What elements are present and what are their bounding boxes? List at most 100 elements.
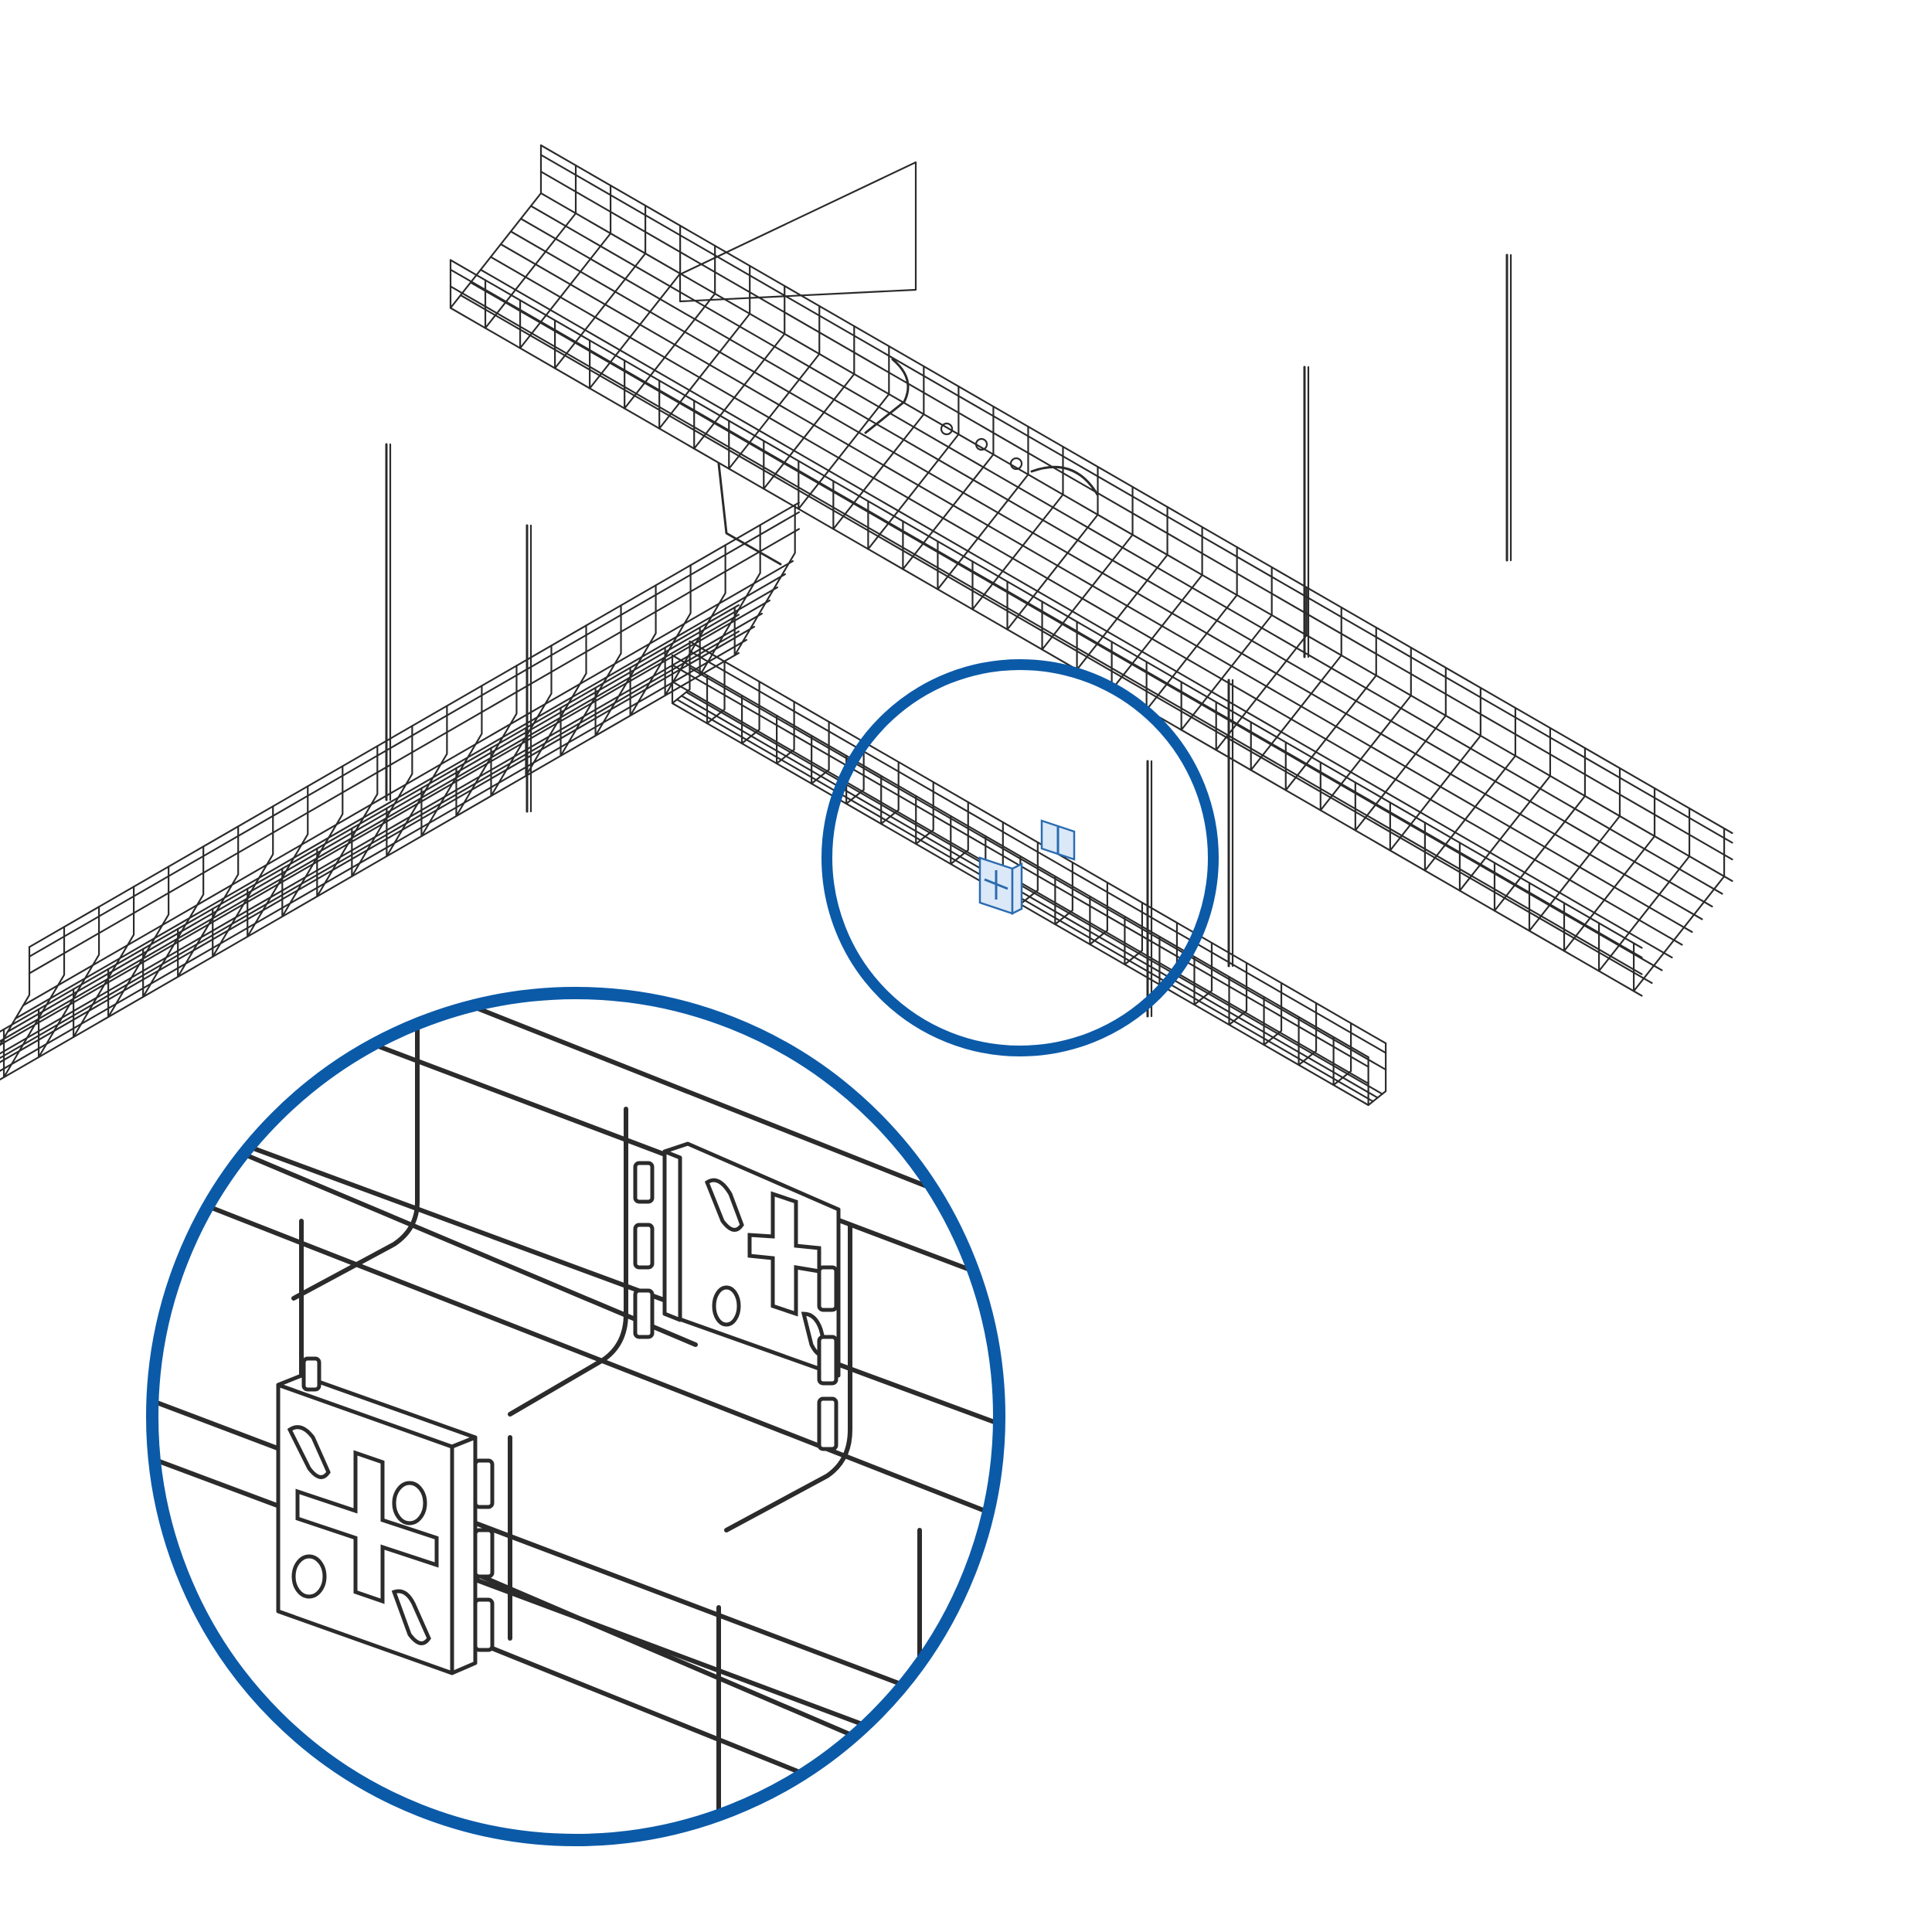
lower-tray-run bbox=[671, 640, 1387, 1107]
cross-wire bbox=[776, 700, 795, 765]
cross-wire bbox=[937, 425, 1029, 590]
side-wire bbox=[0, 604, 740, 1033]
small-detail-callout-ring bbox=[821, 659, 1219, 1056]
bolt-icon bbox=[975, 437, 988, 451]
side-wire bbox=[539, 144, 1733, 835]
cross-wire bbox=[728, 304, 821, 470]
side-wire bbox=[28, 502, 801, 948]
floor-wire bbox=[499, 243, 1693, 934]
side-wire bbox=[449, 268, 1643, 959]
side-wire bbox=[539, 154, 1733, 844]
cross-wire bbox=[971, 445, 1064, 611]
tee-curve bbox=[1030, 465, 1099, 496]
cross-wire bbox=[1041, 485, 1134, 651]
floor-wire bbox=[469, 281, 1663, 971]
cross-wire bbox=[553, 204, 647, 369]
cross-wire bbox=[316, 745, 379, 898]
cross-wire bbox=[420, 685, 483, 838]
cross-wire bbox=[740, 680, 760, 745]
floor-wire bbox=[0, 625, 756, 1063]
splice-plate-icon bbox=[1040, 819, 1076, 861]
cross-wire bbox=[1145, 546, 1238, 711]
cross-wire bbox=[880, 760, 900, 825]
cross-wire bbox=[386, 705, 448, 858]
front-splice-plate bbox=[276, 1373, 478, 1675]
cross-wire bbox=[915, 781, 934, 845]
large-detail-callout-ring bbox=[146, 987, 1005, 1846]
floor-wire bbox=[529, 205, 1723, 895]
cross-wire bbox=[1319, 646, 1412, 811]
cross-wire bbox=[490, 645, 553, 798]
cross-wire bbox=[2, 926, 66, 1079]
cross-wire bbox=[867, 385, 960, 550]
cross-wire bbox=[177, 825, 240, 978]
cross-wire bbox=[1006, 465, 1099, 631]
cross-wire bbox=[1597, 807, 1691, 972]
cross-wire bbox=[699, 524, 761, 677]
cross-wire bbox=[37, 906, 100, 1059]
side-wire bbox=[449, 285, 1643, 975]
cross-wire bbox=[693, 284, 786, 450]
zoom-cross-wire bbox=[724, 1223, 852, 1532]
floor-wire bbox=[519, 217, 1713, 908]
cross-wire bbox=[902, 405, 995, 570]
cross-wire bbox=[1367, 1042, 1387, 1107]
floor-wire bbox=[0, 638, 748, 1072]
zoom-cross-wire bbox=[508, 1107, 628, 1417]
cross-wire bbox=[1228, 961, 1248, 1026]
zoom-longitudinal-wire bbox=[407, 993, 999, 1219]
threaded-hanger-rods bbox=[385, 253, 1512, 1018]
cross-wire bbox=[1089, 881, 1108, 946]
main-tray-run bbox=[449, 144, 1733, 997]
side-wire bbox=[28, 528, 801, 975]
side-wire bbox=[0, 614, 740, 1043]
spring-clip-tabs bbox=[301, 1161, 838, 1652]
cross-wire bbox=[1124, 901, 1144, 966]
cross-wire bbox=[484, 164, 577, 329]
zoom-cross-wire bbox=[291, 993, 420, 1301]
cross-wire bbox=[1250, 606, 1342, 771]
cross-wire bbox=[1493, 747, 1587, 912]
bolt-icon bbox=[1009, 457, 1023, 471]
highlighted-splice-plates bbox=[978, 819, 1076, 916]
cross-wire bbox=[247, 785, 309, 938]
cross-wire bbox=[1354, 666, 1447, 832]
cross-wire bbox=[1528, 767, 1621, 932]
cross-wire bbox=[798, 345, 890, 510]
cross-wire bbox=[1263, 981, 1283, 1046]
cross-wire bbox=[1180, 566, 1273, 731]
cross-wire bbox=[594, 584, 657, 737]
cross-wire bbox=[351, 725, 413, 878]
cross-wire bbox=[281, 765, 344, 918]
side-wire bbox=[28, 511, 801, 957]
splice-plate-icon bbox=[978, 856, 1023, 916]
cross-wire bbox=[1423, 706, 1516, 872]
cross-wire bbox=[455, 665, 518, 818]
cross-wire bbox=[1332, 1022, 1352, 1087]
cross-wire bbox=[1111, 526, 1203, 691]
cross-wire bbox=[1193, 941, 1213, 1006]
cross-wire bbox=[72, 886, 135, 1039]
floor-wire bbox=[0, 651, 740, 1081]
cross-wire bbox=[763, 325, 855, 490]
cross-wire bbox=[1389, 686, 1481, 852]
support-bracket bbox=[717, 462, 782, 566]
side-wire bbox=[449, 259, 1643, 949]
wall-bracket bbox=[679, 161, 917, 303]
cross-wire bbox=[1458, 726, 1552, 892]
cross-wire bbox=[658, 264, 751, 430]
cross-wire bbox=[733, 504, 796, 657]
floor-wire bbox=[489, 256, 1683, 946]
branch-tray-run bbox=[0, 502, 801, 1081]
floor-wire bbox=[539, 192, 1733, 883]
cross-wire bbox=[950, 801, 969, 866]
zoom-longitudinal-wire bbox=[152, 1107, 999, 1428]
tee-junction-fittings bbox=[679, 161, 1099, 566]
cross-wire bbox=[0, 946, 31, 1047]
floor-wire bbox=[449, 307, 1643, 997]
cross-wire bbox=[142, 845, 205, 998]
zoom-longitudinal-wire bbox=[199, 1134, 698, 1347]
floor-wire bbox=[14, 573, 787, 1020]
cross-wire bbox=[629, 564, 692, 717]
